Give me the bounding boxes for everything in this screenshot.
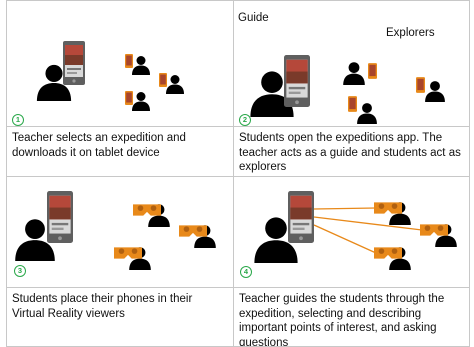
student-icon xyxy=(343,62,365,85)
panel-2-caption: Students open the expeditions app. The t… xyxy=(234,127,470,177)
student-icon xyxy=(357,103,377,124)
step-badge: 4 xyxy=(240,266,252,278)
vr-viewer-icon xyxy=(420,224,448,236)
vr-viewer-icon xyxy=(374,247,402,259)
vr-viewer-icon xyxy=(133,204,161,216)
panel-3-illustration: 3 xyxy=(6,177,234,288)
guide-label: Guide xyxy=(238,12,269,24)
panel-1-scene xyxy=(36,41,184,111)
panel-1-illustration: 1 xyxy=(6,1,234,127)
panel-4-illustration: 4 xyxy=(234,177,470,288)
step-badge: 3 xyxy=(14,265,26,277)
tablet-icon xyxy=(63,41,85,85)
panel-3-caption: Students place their phones in their Vir… xyxy=(6,288,234,347)
tablet-icon xyxy=(288,191,314,243)
student-icon xyxy=(132,56,150,75)
panel-4-caption: Teacher guides the students through the … xyxy=(234,288,470,347)
panel-4-scene xyxy=(254,191,457,270)
phone-icon xyxy=(348,96,357,112)
phone-icon xyxy=(125,54,133,68)
guide-line xyxy=(313,207,377,210)
expedition-steps-grid: 1 Guide Explorers 2 Teacher selects an e… xyxy=(6,0,470,347)
step-badge: 2 xyxy=(239,114,251,126)
panel-1-caption: Teacher selects an expedition and downlo… xyxy=(6,127,234,177)
student-icon xyxy=(425,81,445,102)
vr-viewer-icon xyxy=(374,202,402,214)
step-badge: 1 xyxy=(12,114,24,126)
panel-2-illustration: Guide Explorers 2 xyxy=(234,1,470,127)
phone-icon xyxy=(368,63,377,79)
panel-3-scene xyxy=(15,191,216,270)
tablet-icon xyxy=(47,191,73,243)
vr-viewer-icon xyxy=(114,247,142,259)
tablet-icon xyxy=(284,55,310,107)
phone-icon xyxy=(159,73,167,87)
student-icon xyxy=(132,92,150,111)
guide-line xyxy=(313,224,377,254)
vr-viewer-icon xyxy=(179,225,207,237)
guide-line xyxy=(313,216,423,231)
explorers-label: Explorers xyxy=(386,27,435,39)
panel-2-scene xyxy=(250,55,445,124)
student-icon xyxy=(166,75,184,94)
phone-icon xyxy=(416,77,425,93)
phone-icon xyxy=(125,91,133,105)
